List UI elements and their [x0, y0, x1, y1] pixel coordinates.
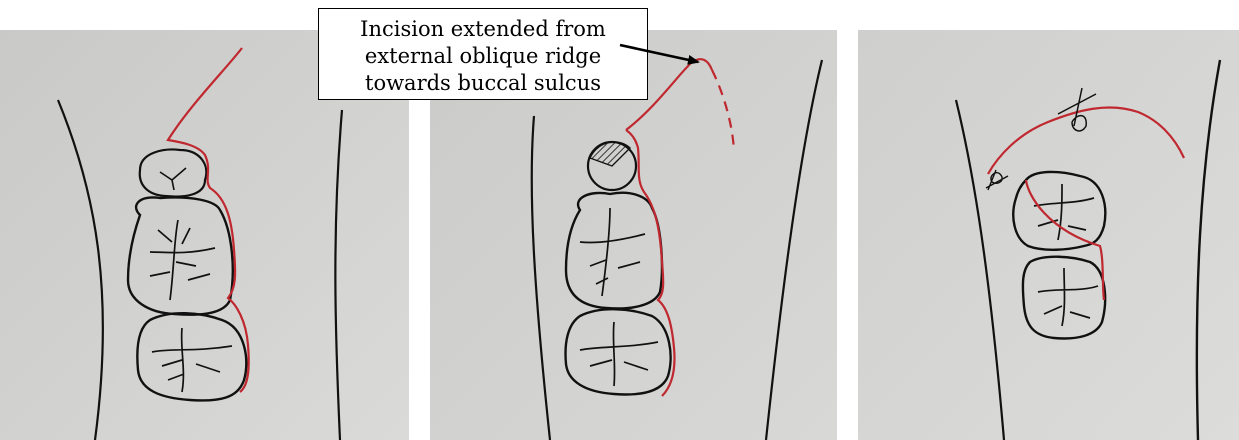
- annotation-callout: Incision extended from external oblique …: [318, 8, 648, 100]
- panel-sutured-flap: [858, 30, 1239, 440]
- panel-3-drawing: [858, 30, 1239, 440]
- paper-background: [858, 30, 1239, 440]
- callout-line-2: external oblique ridge: [323, 43, 643, 70]
- callout-line-3: towards buccal sulcus: [323, 70, 643, 97]
- callout-line-1: Incision extended from: [323, 16, 643, 43]
